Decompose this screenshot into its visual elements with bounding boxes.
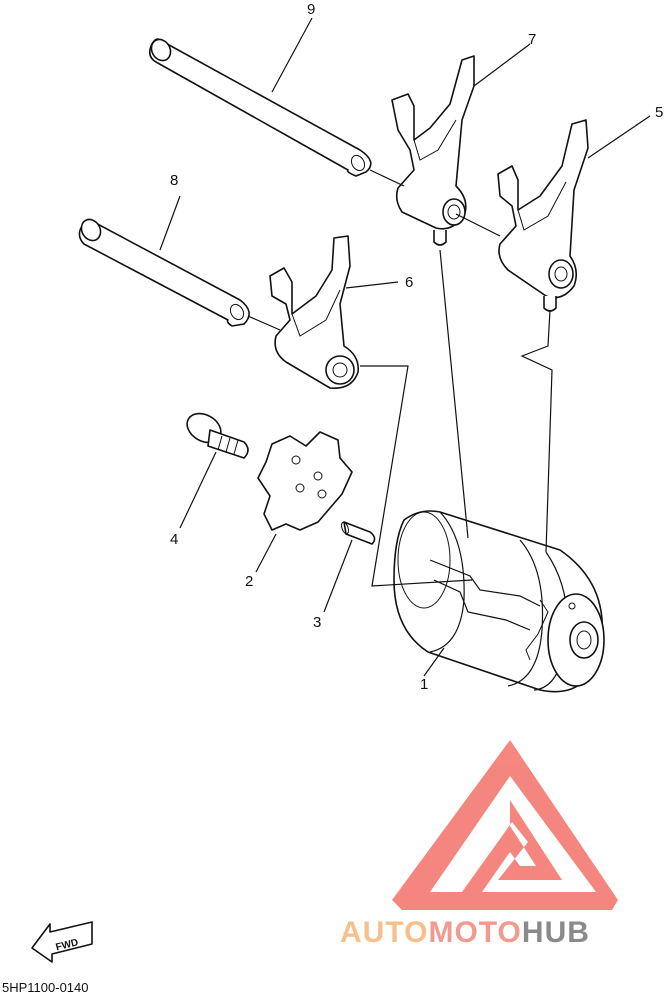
- segment-2[interactable]: [257, 431, 353, 531]
- callout-3: 3: [313, 614, 321, 631]
- callout-7: 7: [528, 31, 536, 48]
- callout-4: 4: [170, 531, 178, 548]
- fwd-arrow-icon: FWD: [31, 921, 93, 963]
- shift-fork-5[interactable]: [497, 119, 589, 312]
- shift-fork-7[interactable]: [391, 55, 475, 246]
- shift-fork-shaft-8[interactable]: [78, 216, 250, 327]
- fwd-label: FWD: [55, 937, 80, 953]
- callout-5: 5: [655, 104, 663, 121]
- watermark-brand-text: AUTOMOTOHUB: [340, 916, 590, 949]
- shift-fork-shaft-9[interactable]: [148, 36, 372, 177]
- screw-4[interactable]: [182, 408, 249, 459]
- shift-drum-1[interactable]: [393, 510, 605, 693]
- callout-6: 6: [405, 274, 413, 291]
- assembly-lines: [159, 17, 651, 677]
- callout-1: 1: [420, 676, 428, 693]
- callout-2: 2: [245, 573, 253, 590]
- brand-hub: HUB: [522, 916, 590, 949]
- automotohub-logo: [392, 740, 618, 910]
- brand-moto: MOTO: [428, 916, 521, 949]
- drawing-code: 5HP1100-0140: [2, 980, 89, 995]
- dowel-pin-3[interactable]: [340, 521, 376, 545]
- callout-9: 9: [307, 1, 315, 18]
- callout-8: 8: [170, 172, 178, 189]
- brand-auto: AUTO: [340, 916, 428, 949]
- shift-fork-6[interactable]: [269, 235, 360, 389]
